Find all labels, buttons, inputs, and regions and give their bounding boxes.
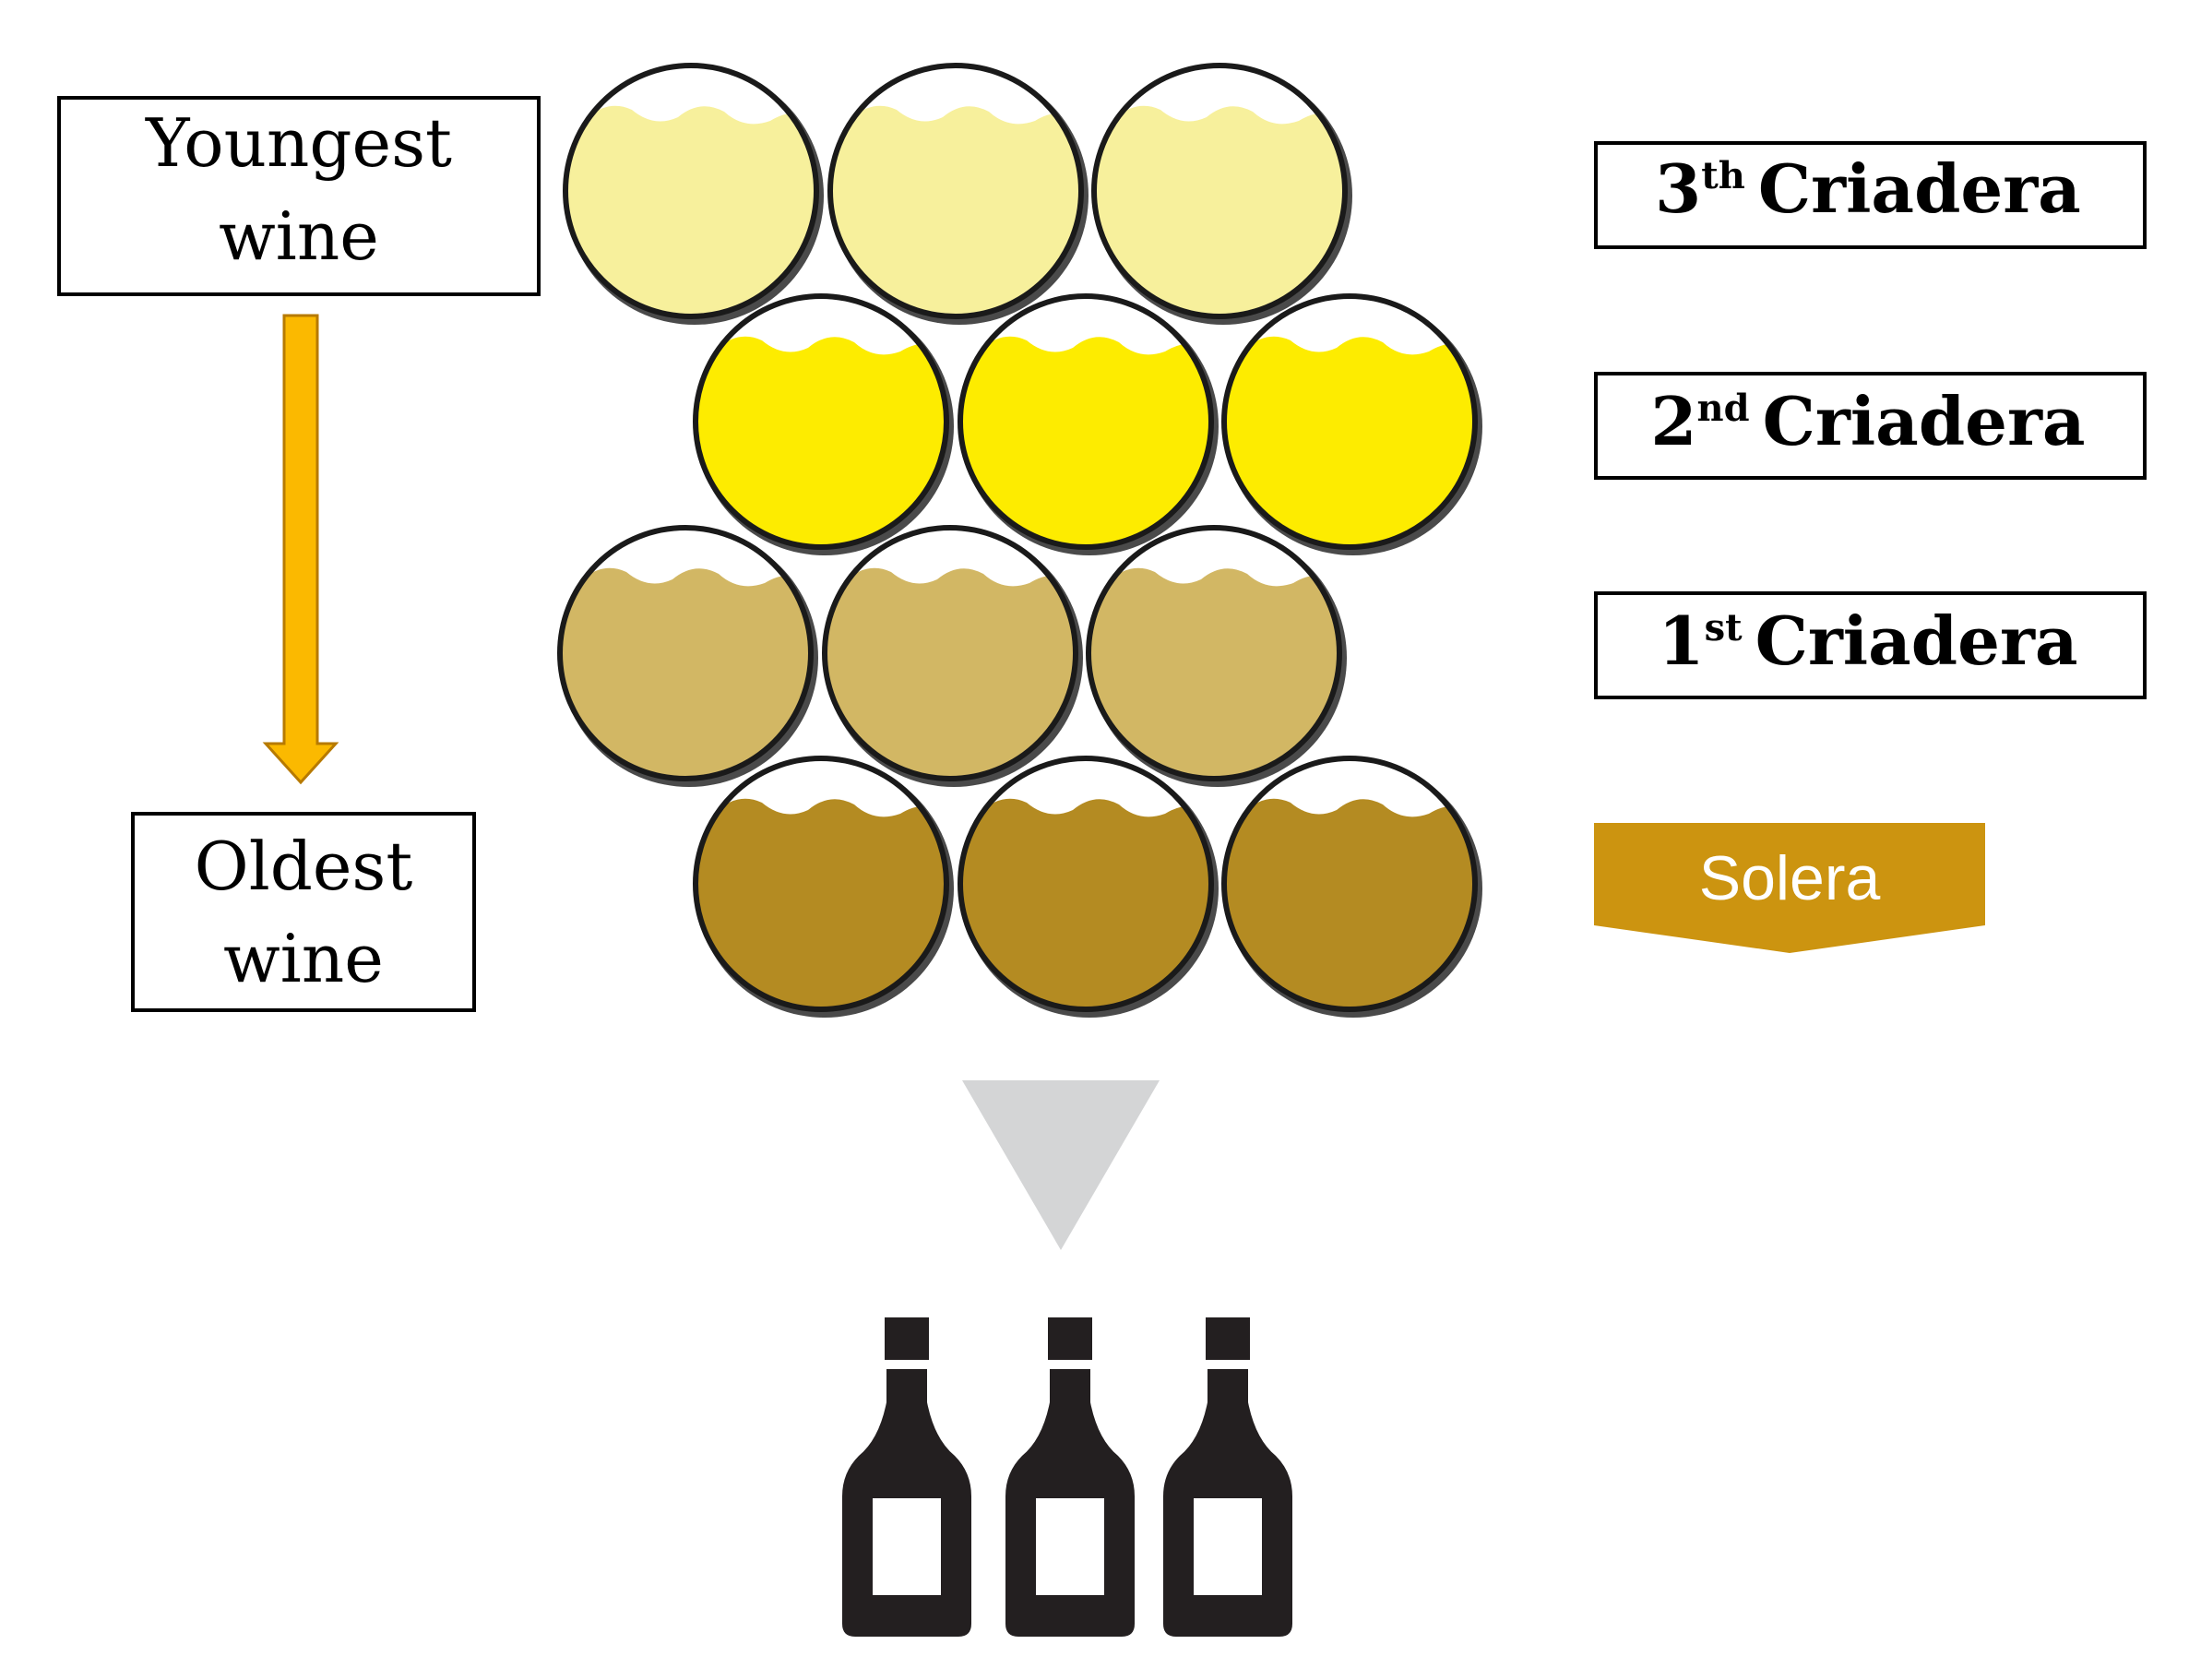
barrel-solera-2 (958, 756, 1219, 1018)
bottles-group (842, 1317, 1292, 1637)
barrel-wine (830, 66, 1081, 316)
barrel-outline (563, 63, 819, 319)
barrel-criadera-3-3 (1091, 63, 1352, 325)
barrel-outline (1221, 756, 1478, 1012)
criadera-2-name: Criadera (1763, 382, 2086, 460)
barrel-outline (557, 525, 814, 781)
barrel-criadera-3-1 (563, 63, 824, 325)
barrel-wine (1224, 296, 1475, 547)
youngest-wine-label: Youngest wine (57, 96, 541, 296)
barrel-wine (825, 528, 1076, 779)
barrel-wine (696, 296, 946, 547)
criadera-1-suffix: st (1705, 606, 1743, 649)
criadera-2-label: 2nd Criadera (1594, 372, 2147, 480)
barrel-outline (1091, 63, 1348, 319)
bottle-cap (1048, 1317, 1092, 1360)
arrow-down-icon (262, 314, 339, 785)
barrel-outline (827, 63, 1084, 319)
youngest-line1: Youngest (145, 104, 452, 182)
criadera-1-label: 1st Criadera (1594, 591, 2147, 699)
barrel-wine (696, 758, 946, 1009)
bottle-icon (1163, 1317, 1292, 1637)
barrel-wine (565, 66, 816, 316)
oldest-line2: wine (223, 920, 384, 997)
bottle-icon (842, 1317, 971, 1637)
barrel-outline (958, 293, 1214, 550)
bottle-cap (885, 1317, 929, 1360)
barrel-outline (822, 525, 1078, 781)
criadera-1-number: 1 (1658, 602, 1704, 680)
barrel-criadera-2-2 (958, 293, 1219, 555)
barrel-wine (960, 296, 1211, 547)
barrel-criadera-2-1 (693, 293, 954, 555)
criadera-1-name: Criadera (1755, 602, 2078, 680)
bottle-cap (1206, 1317, 1250, 1360)
criadera-3-name: Criadera (1758, 149, 2081, 228)
criadera-3-label: 3th Criadera (1594, 141, 2147, 249)
oldest-line1: Oldest (195, 828, 413, 905)
bottle-label (873, 1498, 941, 1595)
criadera-3-number: 3 (1655, 149, 1701, 228)
criadera-2-suffix: nd (1697, 387, 1750, 430)
barrel-outline (693, 756, 949, 1012)
bottle-label (1036, 1498, 1104, 1595)
oldest-wine-label: Oldest wine (131, 812, 476, 1012)
criadera-3-suffix: th (1701, 154, 1745, 197)
barrel-criadera-3-2 (827, 63, 1089, 325)
barrel-outline (1221, 293, 1478, 550)
barrel-criadera-1-1 (557, 525, 818, 787)
barrel-criadera-2-3 (1221, 293, 1482, 555)
barrel-outline (958, 756, 1214, 1012)
barrel-solera-3 (1221, 756, 1482, 1018)
youngest-line2: wine (219, 197, 379, 275)
barrel-outline (1086, 525, 1342, 781)
barrel-wine (1224, 758, 1475, 1009)
barrel-criadera-1-2 (822, 525, 1083, 787)
barrel-wine (560, 528, 811, 779)
bottle-icon (1005, 1317, 1135, 1637)
bottle-label (1194, 1498, 1262, 1595)
barrel-outline (693, 293, 949, 550)
barrel-wine (1094, 66, 1345, 316)
criadera-2-number: 2 (1650, 382, 1696, 460)
barrel-stack (557, 63, 1482, 1018)
funnel-triangle-icon (962, 1080, 1160, 1250)
barrel-wine (960, 758, 1211, 1009)
solera-label: Solera (1594, 823, 1985, 953)
solera-text: Solera (1699, 843, 1881, 913)
barrel-solera-1 (693, 756, 954, 1018)
barrel-criadera-1-3 (1086, 525, 1347, 787)
barrel-wine (1089, 528, 1339, 779)
